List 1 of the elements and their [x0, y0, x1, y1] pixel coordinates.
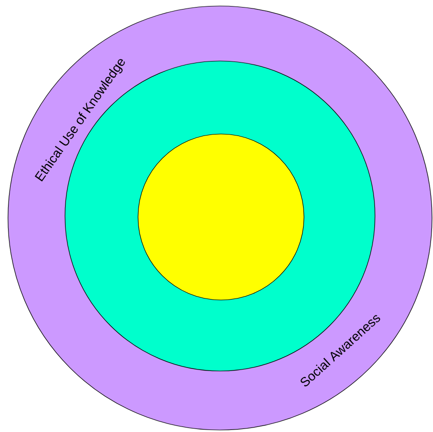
circle [138, 134, 304, 300]
